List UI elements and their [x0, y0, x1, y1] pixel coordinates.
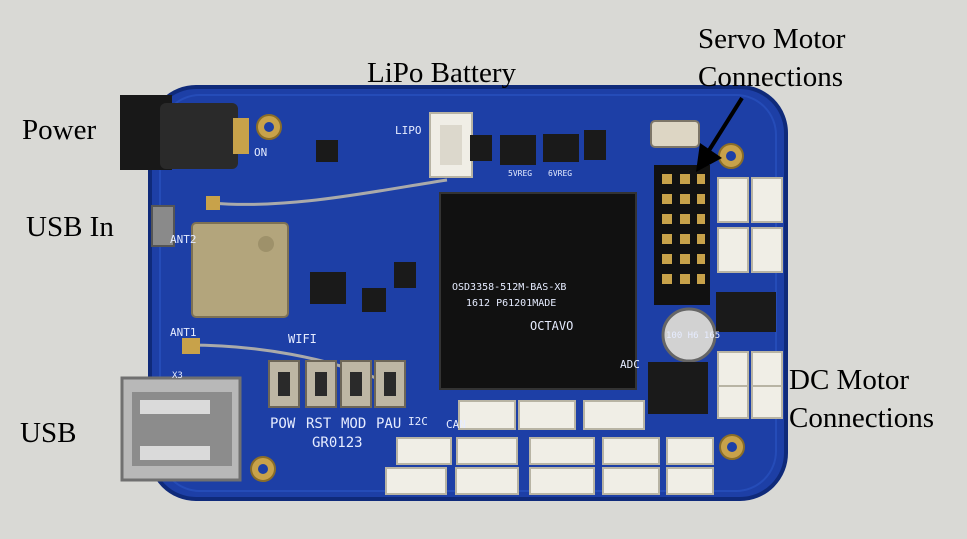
lipo-connector [429, 112, 473, 178]
label-lipo-battery: LiPo Battery [367, 57, 517, 89]
label-servo-motor-line1: Servo Motor [698, 23, 846, 55]
label-dc-motor-line1: DC Motor [789, 364, 910, 396]
silk-button-pow: POW [270, 416, 296, 432]
chip-brand: OCTAVO [530, 319, 573, 333]
silk-can: CAN [446, 418, 466, 431]
ic-chip [648, 362, 708, 414]
silk-5vreg: 5VREG [508, 169, 532, 178]
ic-chip [584, 130, 606, 160]
servo-arrow [696, 96, 744, 172]
silk-lipo: LIPO [395, 124, 422, 137]
silk-board-id: GR0123 [312, 435, 363, 451]
capacitor [661, 307, 717, 363]
silk-button-mod: MOD [341, 416, 366, 432]
ic-chip [316, 140, 338, 162]
silk-adc: ADC [620, 358, 640, 371]
silk-button-pau: PAU [376, 416, 401, 432]
silk-i2c: I2C [408, 415, 428, 428]
chip-marking-line2: 1612 P61201MADE [466, 298, 556, 309]
ic-chip [470, 135, 492, 161]
ic-chip [362, 288, 386, 312]
label-usb: USB [20, 417, 77, 449]
silk-on: ON [254, 146, 267, 159]
label-dc-motor-line2: Connections [789, 402, 934, 434]
label-usb-in: USB In [26, 211, 114, 243]
silk-button-rst: RST [306, 416, 332, 432]
octavo-processor [439, 192, 637, 390]
label-power: Power [22, 114, 97, 146]
jst-connectors-right [717, 177, 783, 419]
wifi-module [191, 222, 289, 318]
ic-chip [543, 134, 579, 162]
silk-x3: X3 [172, 371, 183, 381]
usb-in-connector [151, 205, 175, 247]
reset-button-top [650, 120, 700, 148]
push-buttons [268, 120, 700, 408]
jst-connectors-bottom [385, 400, 714, 495]
ic-chip [310, 272, 346, 304]
chip-marking-line1: OSD3358-512M-BAS-XB [452, 282, 566, 293]
power-jack [120, 95, 249, 170]
usb-a-connector [120, 376, 242, 482]
antenna-cable-2 [211, 178, 448, 206]
capacitor-marking: 100 H6 165 [666, 331, 720, 341]
ic-chip [716, 292, 776, 332]
silk-ant2: ANT2 [170, 233, 197, 246]
servo-header [654, 165, 710, 305]
silk-ant1: ANT1 [170, 326, 197, 339]
silk-6vreg: 6VREG [548, 169, 572, 178]
ic-chip [500, 135, 536, 165]
label-servo-motor-line2: Connections [698, 61, 843, 93]
silk-wifi: WIFI [288, 332, 317, 346]
ic-chip [394, 262, 416, 288]
